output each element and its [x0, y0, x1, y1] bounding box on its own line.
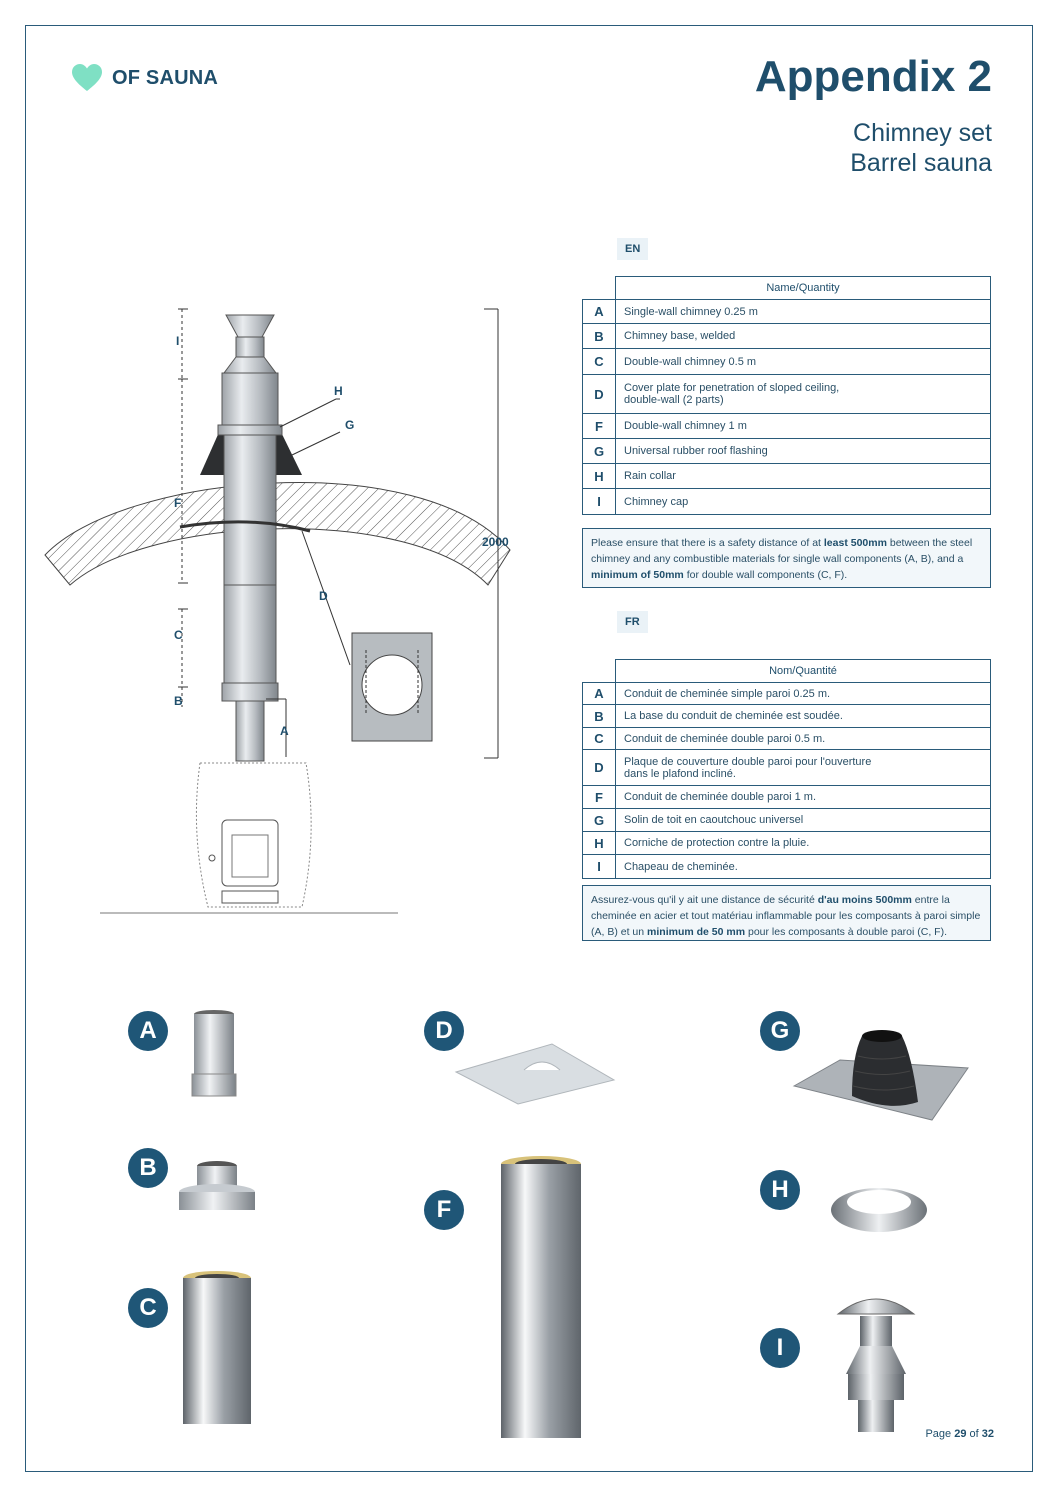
chimney-assembly-diagram: I F C B H G D A 2000 [44, 308, 511, 914]
row-code: A [582, 299, 616, 324]
row-name: Conduit de cheminée double paroi 0.5 m. [615, 727, 991, 750]
part-badge-d: D [424, 1011, 464, 1051]
diagram-label-h: H [334, 384, 343, 398]
row-code: G [582, 438, 616, 464]
part-d-cover-plate [454, 1043, 616, 1105]
roof-section [44, 482, 511, 586]
part-badge-f: F [424, 1190, 464, 1230]
row-code: H [582, 463, 616, 489]
row-name: Chapeau de cheminée. [615, 854, 991, 879]
row-code: D [582, 374, 616, 414]
part-i-chimney-cap [836, 1298, 916, 1432]
page-title: Appendix 2 [754, 52, 992, 101]
dimension-2000: 2000 [482, 535, 509, 549]
part-badge-b: B [128, 1148, 168, 1188]
diagram-label-b: B [174, 694, 183, 708]
row-name: Conduit de cheminée simple paroi 0.25 m. [615, 682, 991, 705]
diagram-label-d: D [319, 589, 328, 603]
diagram-label-c: C [174, 628, 183, 642]
part-c-double-wall-pipe [183, 1271, 251, 1424]
diagram-label-i: I [176, 334, 179, 348]
page-subtitle: Chimney set Barrel sauna [850, 118, 992, 178]
brand-name: OF SAUNA [112, 66, 219, 89]
part-a-single-wall-pipe [191, 1010, 237, 1097]
row-name: Double-wall chimney 0.5 m [615, 348, 991, 375]
row-name: Solin de toit en caoutchouc universel [615, 808, 991, 832]
row-name: Rain collar [615, 463, 991, 489]
pipe-c [223, 584, 277, 686]
row-code: F [582, 785, 616, 809]
part-h-rain-collar [831, 1188, 927, 1232]
subtitle-line-1: Chimney set [853, 119, 992, 147]
safety-note-en: Please ensure that there is a safety dis… [582, 528, 991, 588]
brand-logo: OF SAUNA [72, 64, 218, 92]
part-badge-a: A [128, 1011, 168, 1051]
row-name: La base du conduit de cheminée est soudé… [615, 704, 991, 728]
row-name: Universal rubber roof flashing [615, 438, 991, 464]
lang-tag-en: EN [617, 238, 649, 260]
row-name: Plaque de couverture double paroi pour l… [615, 749, 991, 786]
part-badge-c: C [128, 1288, 168, 1328]
part-badge-g: G [760, 1011, 800, 1051]
row-name: Corniche de protection contre la pluie. [615, 831, 991, 855]
part-b-chimney-base [179, 1161, 255, 1210]
pipe-f [223, 434, 277, 586]
heart-icon [72, 64, 102, 91]
row-name: Double-wall chimney 1 m [615, 413, 991, 439]
pipe-top [221, 372, 279, 426]
row-code: C [582, 727, 616, 750]
row-name: Conduit de cheminée double paroi 1 m. [615, 785, 991, 809]
row-name: Chimney cap [615, 488, 991, 515]
row-code: D [582, 749, 616, 786]
row-name: Single-wall chimney 0.25 m [615, 299, 991, 324]
row-name: Cover plate for penetration of sloped ce… [615, 374, 991, 414]
table-header-fr: Nom/Quantité [615, 659, 991, 683]
row-code: I [582, 854, 616, 879]
part-badge-i: I [760, 1328, 800, 1368]
row-name: Chimney base, welded [615, 323, 991, 349]
row-code: G [582, 808, 616, 832]
page-frame [25, 25, 1033, 1472]
row-code: H [582, 831, 616, 855]
row-code: B [582, 323, 616, 349]
row-code: F [582, 413, 616, 439]
diagram-label-g: G [345, 418, 354, 432]
row-code: A [582, 682, 616, 705]
pipe-a [235, 700, 265, 762]
page-number: Page 29 of 32 [925, 1428, 994, 1440]
safety-note-fr: Assurez-vous qu'il y ait une distance de… [582, 885, 991, 941]
row-code: B [582, 704, 616, 728]
diagram-label-f: F [174, 496, 181, 510]
lang-tag-fr: FR [617, 611, 648, 633]
subtitle-line-2: Barrel sauna [850, 149, 992, 177]
row-code: I [582, 488, 616, 515]
part-g-rubber-flashing [792, 1030, 969, 1121]
row-code: C [582, 348, 616, 375]
table-header-en: Name/Quantity [615, 276, 991, 300]
cover-plate-detail [351, 632, 433, 742]
part-f-double-wall-pipe [501, 1156, 581, 1438]
chimney-cap [225, 314, 275, 338]
rain-collar [217, 424, 283, 436]
part-badge-h: H [760, 1170, 800, 1210]
diagram-label-a: A [280, 724, 289, 738]
